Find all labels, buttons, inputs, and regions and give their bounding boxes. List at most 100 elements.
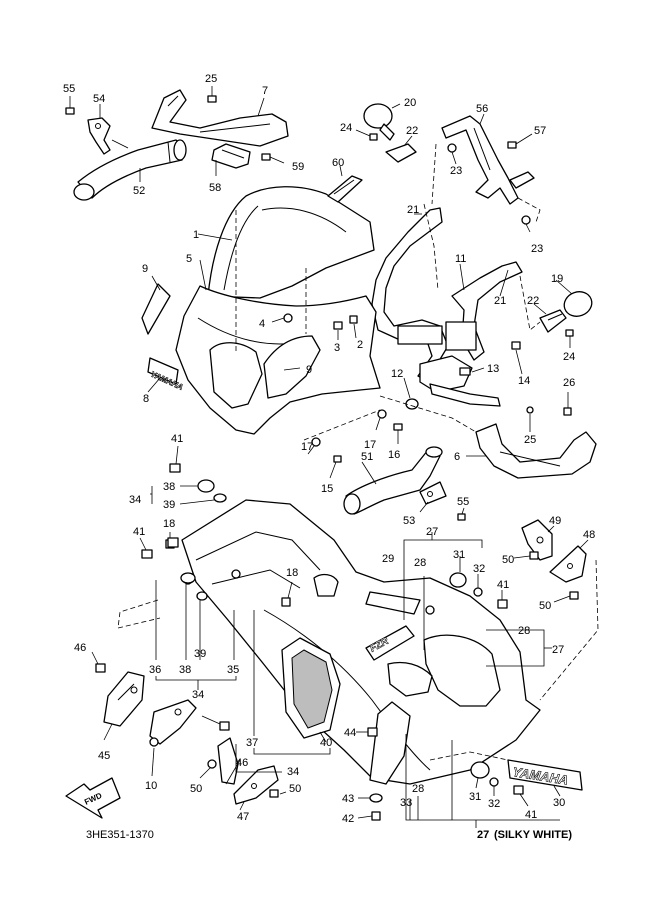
- callout-label: 36: [149, 664, 161, 676]
- callout-label: 37: [246, 737, 258, 749]
- callout-label: 25: [524, 434, 536, 446]
- callout-label: 47: [237, 811, 249, 823]
- bracket-10: [149, 699, 230, 777]
- callout-label: 60: [332, 157, 344, 169]
- callout-label: 30: [553, 797, 565, 809]
- callout-label: 17: [301, 441, 313, 453]
- callout-label: 31: [453, 549, 465, 561]
- callout-label: 23: [531, 243, 543, 255]
- mirror-20: [355, 103, 457, 165]
- callout-label: 51: [361, 451, 373, 463]
- callout-label: 41: [171, 433, 183, 445]
- stay-bracket-54: [65, 96, 111, 155]
- bracket-45: [91, 651, 145, 741]
- callout-label: 23: [450, 165, 462, 177]
- inner-panel-33: [356, 701, 452, 821]
- callout-label: 6: [454, 451, 460, 463]
- fasteners-42-43: [357, 793, 383, 821]
- side-panel-9: [141, 275, 301, 371]
- callout-label: 24: [340, 122, 352, 134]
- callout-label: 3: [334, 342, 340, 354]
- callout-labels: 55 54 25 7 20 56 24 22 57 23 58 59 60 52…: [63, 73, 595, 825]
- callout-label: 14: [518, 375, 530, 387]
- callout-label: 4: [259, 318, 265, 330]
- mirror-19: [519, 275, 593, 348]
- stay-6: [303, 392, 597, 479]
- callout-label: 48: [583, 529, 595, 541]
- bracket-49: [513, 519, 555, 561]
- callout-label: 29: [382, 553, 394, 565]
- callout-label: 17: [364, 439, 376, 451]
- bracket-47: [233, 744, 287, 811]
- callout-label: 27: [552, 644, 564, 656]
- diagram-code: 3HE351-1370: [86, 829, 154, 841]
- yamaha-decal-30-text: YAMAHA: [512, 764, 570, 788]
- callout-label: 28: [412, 783, 424, 795]
- callout-label: 9: [142, 263, 148, 275]
- callout-label: 35: [227, 664, 239, 676]
- callout-label: 21: [407, 204, 419, 216]
- windshield-1: [197, 186, 375, 299]
- callout-label: 18: [286, 567, 298, 579]
- callout-label: 56: [476, 103, 488, 115]
- callout-label: 41: [133, 526, 145, 538]
- footer-color-note: (SILKY WHITE): [494, 829, 572, 841]
- callout-label: 16: [388, 449, 400, 461]
- air-duct-51: [343, 446, 466, 521]
- callout-label: 50: [502, 554, 514, 566]
- decal-60: [327, 165, 363, 203]
- fasteners-mid: [307, 409, 403, 479]
- callout-label: 28: [518, 625, 530, 637]
- callout-label: 12: [391, 368, 403, 380]
- callout-label: 32: [473, 563, 485, 575]
- callout-label: 8: [143, 393, 149, 405]
- callout-label: 25: [205, 73, 217, 85]
- callout-label: 32: [488, 798, 500, 810]
- callout-label: 57: [534, 125, 546, 137]
- callout-label: 41: [497, 579, 509, 591]
- callout-label: 18: [163, 518, 175, 530]
- lower-cowling-27: [181, 499, 541, 785]
- yamaha-decal-8: YAMAHA: [147, 357, 185, 393]
- callout-label: 53: [403, 515, 415, 527]
- callout-label: 52: [133, 185, 145, 197]
- leaders-28: [423, 576, 552, 667]
- callout-label: 10: [145, 780, 157, 792]
- air-duct-52: [73, 139, 187, 201]
- callout-label: 5: [186, 253, 192, 265]
- callout-label: 2: [357, 339, 363, 351]
- callout-label: 31: [469, 791, 481, 803]
- callout-label: 21: [494, 295, 506, 307]
- bracket-48: [539, 539, 599, 701]
- callout-label: 34: [287, 766, 299, 778]
- callout-label: 7: [262, 85, 268, 97]
- callout-label: 43: [342, 793, 354, 805]
- callout-label: 13: [487, 363, 499, 375]
- callout-label: 33: [400, 797, 412, 809]
- callout-label: 54: [93, 93, 105, 105]
- callout-label: 11: [455, 253, 466, 265]
- callout-label: 42: [342, 813, 354, 825]
- callout-label: 27: [426, 526, 438, 538]
- callout-label: 34: [192, 689, 204, 701]
- callout-label: 45: [98, 750, 110, 762]
- fasteners-right-mid: [403, 532, 508, 620]
- fwd-arrow: FWD: [65, 777, 121, 819]
- fasteners-lower-left: [117, 572, 237, 690]
- inner-duct-7: [151, 86, 289, 147]
- callout-label: 49: [549, 515, 561, 527]
- fasteners-right-lower: [429, 740, 560, 828]
- stay-56: [441, 113, 541, 233]
- callout-label: 9: [306, 364, 312, 376]
- callout-label: 15: [321, 483, 333, 495]
- stay-11: [371, 143, 523, 407]
- callout-label: 1: [193, 229, 199, 241]
- callout-label: 39: [163, 499, 175, 511]
- callout-label: 38: [163, 481, 175, 493]
- callout-label: 46: [236, 757, 248, 769]
- callout-label: 19: [551, 273, 563, 285]
- callout-label: 22: [527, 295, 539, 307]
- callout-label: 40: [320, 737, 332, 749]
- callout-label: 44: [344, 727, 356, 739]
